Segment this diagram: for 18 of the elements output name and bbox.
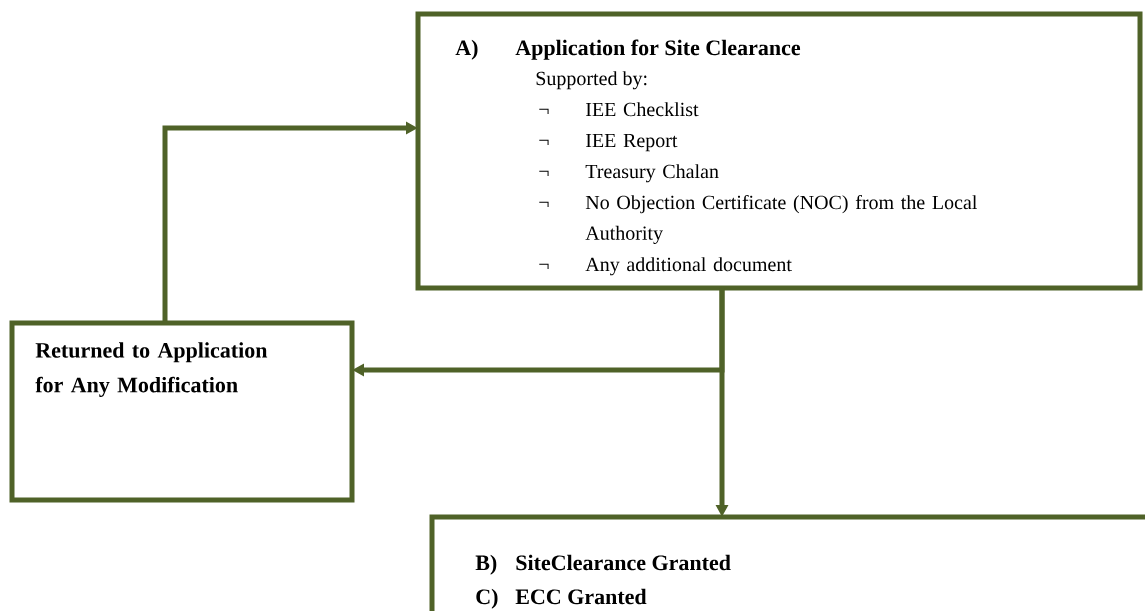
bullet-mark: ¬	[539, 139, 549, 145]
bullet-mark: ¬	[539, 170, 549, 176]
list-item: IEE Report	[586, 133, 678, 152]
bullet-mark: ¬	[539, 201, 549, 207]
bullet-mark: ¬	[539, 263, 549, 269]
body-text: Supported by:	[536, 71, 647, 90]
box-heading: Application for Site Clearance	[515, 39, 801, 60]
list-item: Treasury Chalan	[585, 164, 719, 183]
box-text: Returned to Application for Any Modification	[35, 342, 268, 397]
list-item: No Objection Certificate (NOC) from the Local Authority	[585, 194, 977, 244]
box-text: SiteClearance Granted	[516, 554, 731, 571]
bullet-mark: ¬	[539, 108, 549, 114]
list-item: IEE Checklist	[586, 102, 699, 117]
list-item: Any additional document	[585, 257, 792, 276]
list-marker: C)	[476, 588, 498, 609]
list-marker: B)	[475, 554, 497, 575]
box-text: ECC Granted	[515, 588, 647, 605]
list-marker: A)	[455, 39, 478, 60]
